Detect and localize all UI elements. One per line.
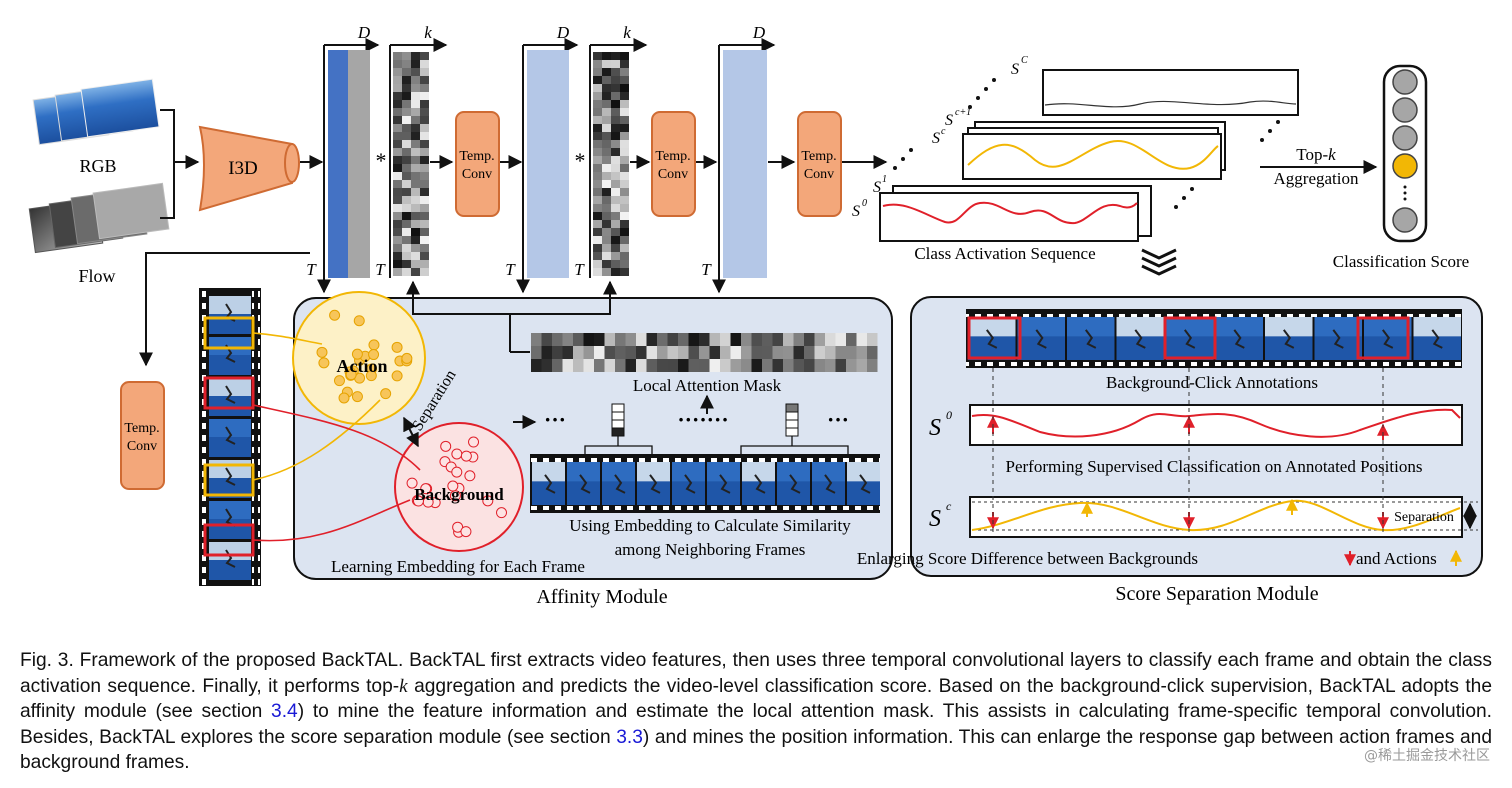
temp-conv-embedding: Temp. Conv [120, 381, 165, 490]
flow-frames [28, 182, 170, 254]
svg-text:c: c [941, 126, 946, 137]
svg-text:···: ··· [827, 407, 849, 432]
svg-text:S: S [929, 506, 941, 532]
dim-k-1: k [424, 23, 432, 42]
svg-text:D: D [556, 23, 570, 42]
cas-caption: Class Activation Sequence [914, 244, 1095, 263]
dim-T-1: T [306, 260, 317, 279]
classification-score: Classification Score [1333, 64, 1469, 271]
temp-conv-2: Temp. Conv [651, 111, 696, 217]
svg-text:S: S [932, 130, 940, 147]
and-actions-label: and Actions [1356, 549, 1437, 568]
svg-text:Conv: Conv [804, 167, 834, 182]
local-attention-mask-label: Local Attention Mask [633, 376, 782, 395]
rgb-label: RGB [79, 156, 116, 176]
svg-text:and Actions: and Actions [1356, 549, 1437, 568]
svg-text:c+1: c+1 [955, 107, 971, 118]
svg-text:0: 0 [946, 408, 952, 422]
svg-text:Conv: Conv [658, 167, 688, 182]
svg-text:0: 0 [862, 198, 867, 209]
flow-label: Flow [78, 266, 115, 286]
svg-text:S: S [873, 179, 881, 196]
svg-text:Temp.: Temp. [801, 149, 836, 164]
svg-text:Top-k: Top-k [1296, 145, 1336, 164]
classification-score-label: Classification Score [1333, 252, 1469, 271]
rgb-frames [32, 78, 160, 146]
dim-D-1: D [357, 23, 371, 42]
feature-map-2: D T [505, 23, 579, 279]
svg-text:S: S [1011, 61, 1019, 78]
svg-text:Aggregation: Aggregation [1274, 169, 1359, 188]
svg-text:Temp.: Temp. [655, 149, 690, 164]
svg-text:·······: ······· [677, 407, 728, 432]
svg-text:D: D [752, 23, 766, 42]
svg-text:Enlarging Score Difference bet: Enlarging Score Difference between Backg… [857, 549, 1198, 568]
svg-text:S: S [852, 203, 860, 220]
conv-star-2: * [575, 148, 586, 173]
svg-text:T: T [505, 260, 516, 279]
enlarging-label: Enlarging Score Difference between Backg… [857, 549, 1198, 568]
watermark: @稀土掘金技术社区 [1364, 748, 1490, 764]
vertical-film-strip [199, 288, 261, 586]
chevrons-down-icon [1141, 248, 1177, 276]
dim-T-2: T [375, 260, 386, 279]
feature-map-3: D T [701, 23, 776, 279]
similarity-line1: Using Embedding to Calculate Similarity [569, 516, 851, 535]
attention-matrix-2: k T [574, 23, 648, 279]
class-activation-sequence: S 0 S 1 S c S c+1 S C Class Activation S… [852, 55, 1299, 276]
separation-sc-label: Separation [1394, 510, 1454, 525]
svg-text:T: T [701, 260, 712, 279]
topk-aggregation: Top-k Aggregation [1260, 145, 1378, 188]
affinity-module-title: Affinity Module [536, 586, 667, 608]
affinity-module: Action Background Separation Local Atten… [252, 252, 893, 580]
svg-text:1: 1 [882, 174, 887, 185]
svg-text:T: T [574, 260, 585, 279]
supervised-label: Performing Supervised Classification on … [1006, 457, 1423, 476]
conv-star-1: * [376, 148, 387, 173]
svg-text:k: k [623, 23, 631, 42]
background-label: Background [414, 485, 504, 504]
svg-text:Conv: Conv [127, 439, 157, 454]
svg-text:Temp.: Temp. [459, 149, 494, 164]
section-ref-link[interactable]: 3.4 [271, 701, 298, 722]
similarity-line2: among Neighboring Frames [615, 540, 806, 559]
action-label: Action [337, 356, 388, 376]
svg-text:c: c [946, 499, 952, 513]
svg-text:···: ··· [544, 407, 566, 432]
score-separation-module: Background-Click Annotations S 0 Perform… [857, 296, 1483, 577]
framework-figure: RGB Flow I3D D T * k T Temp. Conv [28, 23, 1483, 608]
annotations-label: Background-Click Annotations [1106, 373, 1318, 392]
i3d-backbone: I3D [198, 125, 300, 212]
svg-text:S: S [929, 415, 941, 441]
svg-text:Temp.: Temp. [124, 421, 159, 436]
i3d-label: I3D [228, 158, 258, 179]
svg-text:Conv: Conv [462, 167, 492, 182]
temp-conv-1: Temp. Conv [455, 111, 500, 217]
feature-map-1: D T [306, 23, 380, 279]
embedding-label: Learning Embedding for Each Frame [331, 557, 585, 576]
svg-text:C: C [1021, 55, 1028, 66]
svg-text:S: S [945, 112, 953, 129]
attention-matrix-1: k T [375, 23, 448, 279]
figure-caption: Fig. 3. Framework of the proposed BackTA… [20, 650, 1493, 773]
section-ref-link[interactable]: 3.3 [616, 726, 643, 748]
score-separation-title: Score Separation Module [1115, 583, 1318, 605]
temp-conv-3: Temp. Conv [797, 111, 842, 217]
